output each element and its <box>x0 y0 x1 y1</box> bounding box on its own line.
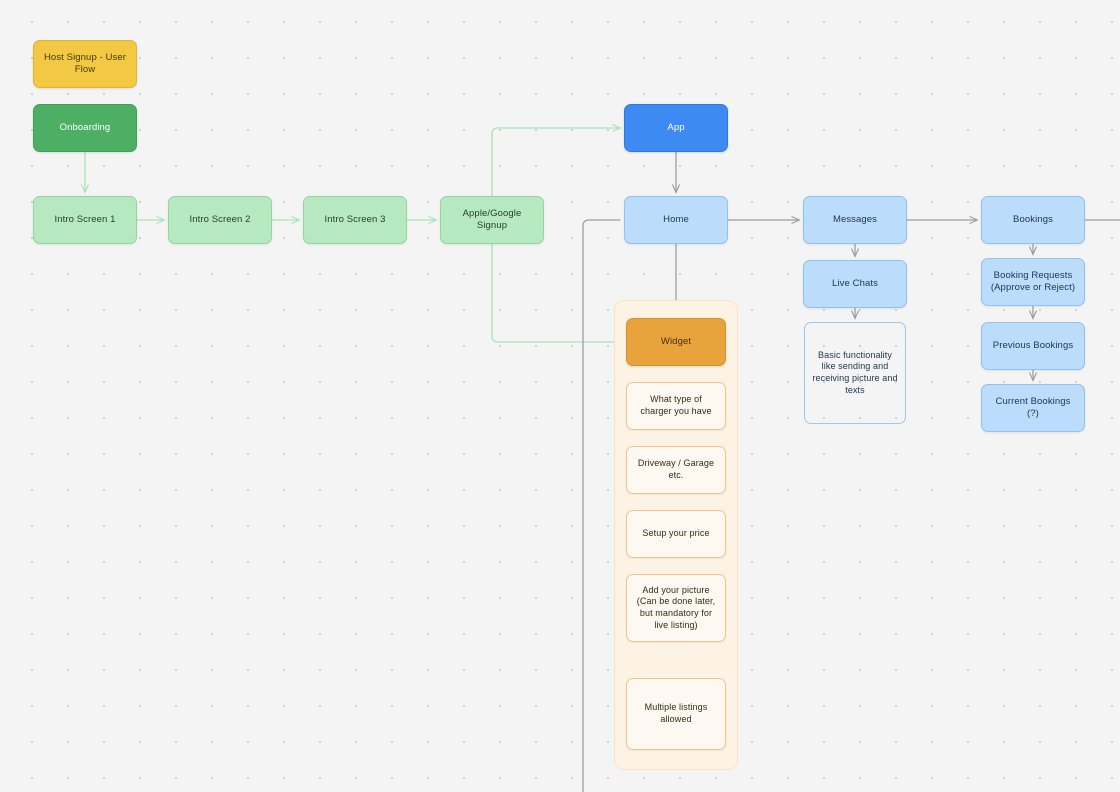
node-label-prev_bookings: Previous Bookings <box>992 339 1074 351</box>
node-onboarding[interactable]: Onboarding <box>33 104 137 152</box>
node-intro1[interactable]: Intro Screen 1 <box>33 196 137 244</box>
node-label-chat_basic: Basic functionality like sending and rec… <box>812 349 898 395</box>
node-label-driveway: Driveway / Garage etc. <box>637 458 715 480</box>
node-booking_requests[interactable]: Booking Requests (Approve or Reject) <box>981 258 1085 306</box>
edge-signup-to-widget <box>491 243 622 342</box>
node-intro3[interactable]: Intro Screen 3 <box>303 196 407 244</box>
node-picture[interactable]: Add your picture (Can be done later, but… <box>626 574 726 642</box>
node-label-charger_type: What type of charger you have <box>640 394 712 416</box>
node-prev_bookings[interactable]: Previous Bookings <box>981 322 1085 370</box>
node-chat_basic[interactable]: Basic functionality like sending and rec… <box>804 322 906 424</box>
node-label-intro2: Intro Screen 2 <box>189 213 251 225</box>
edge-signup-to-app <box>491 128 620 197</box>
node-messages[interactable]: Messages <box>803 196 907 244</box>
node-label-picture: Add your picture (Can be done later, but… <box>636 584 716 630</box>
node-charger_type[interactable]: What type of charger you have <box>626 382 726 430</box>
node-label-onboarding: Onboarding <box>59 121 111 133</box>
node-label-booking_requests: Booking Requests (Approve or Reject) <box>990 269 1076 293</box>
node-label-widget: Widget <box>660 335 692 347</box>
node-home[interactable]: Home <box>624 196 728 244</box>
node-label-price: Setup your price <box>642 528 710 539</box>
node-label-bookings: Bookings <box>1013 213 1053 225</box>
node-label-live_chats: Live Chats <box>832 277 878 289</box>
node-label-title: Host Signup - User Flow <box>43 51 127 75</box>
node-label-curr_bookings: Current Bookings (?) <box>995 395 1071 419</box>
node-label-signup: Apple/Google Signup <box>462 207 522 231</box>
node-app[interactable]: App <box>624 104 728 152</box>
node-price[interactable]: Setup your price <box>626 510 726 558</box>
node-intro2[interactable]: Intro Screen 2 <box>168 196 272 244</box>
node-label-intro3: Intro Screen 3 <box>324 213 386 225</box>
node-label-intro1: Intro Screen 1 <box>54 213 116 225</box>
node-curr_bookings[interactable]: Current Bookings (?) <box>981 384 1085 432</box>
node-bookings[interactable]: Bookings <box>981 196 1085 244</box>
node-label-messages: Messages <box>832 213 878 225</box>
node-title[interactable]: Host Signup - User Flow <box>33 40 137 88</box>
node-label-multi_listing: Multiple listings allowed <box>644 702 708 724</box>
node-multi_listing[interactable]: Multiple listings allowed <box>626 678 726 750</box>
node-signup[interactable]: Apple/Google Signup <box>440 196 544 244</box>
node-widget[interactable]: Widget <box>626 318 726 366</box>
node-driveway[interactable]: Driveway / Garage etc. <box>626 446 726 494</box>
node-label-home: Home <box>663 213 689 225</box>
node-label-app: App <box>667 121 685 133</box>
node-live_chats[interactable]: Live Chats <box>803 260 907 308</box>
